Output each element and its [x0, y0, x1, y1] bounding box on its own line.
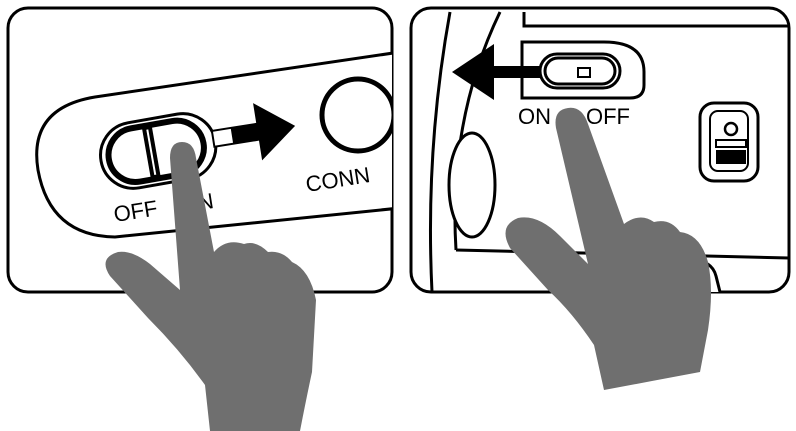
switch-off-label-right: OFF [586, 104, 630, 129]
arrow-right-icon [210, 103, 296, 161]
side-oval [447, 131, 497, 239]
side-button[interactable] [698, 101, 760, 183]
right-panel: ON OFF [409, 6, 791, 294]
pointing-hand-icon [105, 107, 711, 431]
arrow-left-icon [452, 44, 540, 100]
power-switch-right[interactable] [538, 52, 622, 90]
connect-button[interactable] [319, 76, 394, 154]
device-top-edge [522, 12, 789, 28]
switch-on-label-right: ON [518, 104, 551, 129]
device-edge-outer [428, 11, 452, 292]
